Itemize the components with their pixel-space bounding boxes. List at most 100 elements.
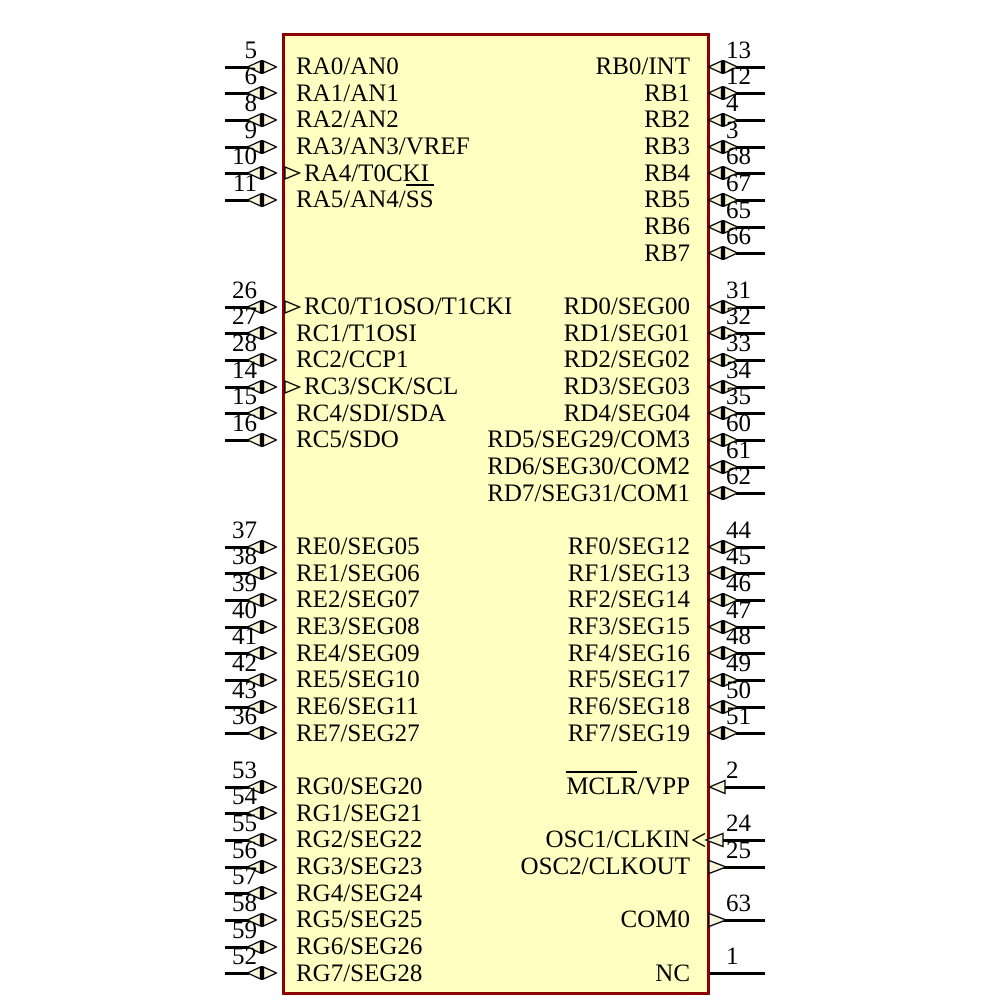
bidirectional-arrow-icon — [708, 458, 738, 476]
pin-label-segment: RB3 — [644, 133, 690, 160]
pin-number: 3 — [726, 117, 739, 144]
bidirectional-arrow-icon — [247, 591, 277, 609]
pin-label-segment: RG5/SEG25 — [296, 906, 423, 933]
pin-number: 54 — [232, 783, 257, 810]
pin-number: 49 — [726, 650, 751, 677]
pin-label-segment: RE3/SEG08 — [296, 613, 420, 640]
pin-label: RA0/AN0 — [296, 53, 399, 80]
pin-label: RC5/SDO — [296, 426, 399, 453]
pin-label-segment: RB1 — [644, 80, 690, 107]
pin-number: 1 — [726, 943, 739, 970]
pin-label: RB7 — [395, 240, 690, 267]
pin-wire — [225, 706, 249, 709]
pin-number: 62 — [726, 463, 751, 490]
pin-wire — [225, 919, 249, 922]
pin-wire — [736, 146, 765, 149]
pin-label: COM0 — [395, 906, 690, 933]
pin-label-segment: RG6/SEG26 — [296, 933, 423, 960]
pin-wire — [736, 199, 765, 202]
pin-label-segment: RA0/AN0 — [296, 53, 399, 80]
pin-wire — [723, 786, 765, 789]
pin-label-segment: RA4/T0CKI — [304, 160, 429, 187]
pin-wire — [225, 599, 249, 602]
pin-label-overline-segment: MCLR — [566, 771, 638, 800]
pin-number: 43 — [232, 677, 257, 704]
pin-label: RC0/T1OSO/T1CKI — [304, 293, 512, 320]
pin-label-segment: RF4/SEG16 — [567, 640, 690, 667]
pin-wire — [736, 386, 765, 389]
pin-wire — [225, 66, 249, 69]
pin-wire — [723, 839, 765, 842]
pin-label: RC4/SDI/SDA — [296, 400, 446, 427]
bidirectional-arrow-icon — [708, 164, 738, 182]
pin-label: RE2/SEG07 — [296, 586, 420, 613]
pin-number: 8 — [244, 90, 258, 117]
pin-label-segment: NC — [655, 960, 690, 987]
pin-number: 61 — [726, 437, 751, 464]
pin-label: NC — [395, 960, 690, 987]
pin-label: RA3/AN3/VREF — [296, 133, 470, 160]
bidirectional-arrow-icon — [708, 431, 738, 449]
bidirectional-arrow-icon — [247, 431, 277, 449]
pin-number: 25 — [726, 837, 751, 864]
pin-wire — [736, 252, 765, 255]
pin-label-segment: RD0/SEG00 — [563, 293, 690, 320]
pin-label: RF5/SEG17 — [395, 666, 690, 693]
pin-label-segment: RF2/SEG14 — [567, 586, 690, 613]
pin-label-segment: COM0 — [620, 906, 690, 933]
pin-label-segment: RG3/SEG23 — [296, 853, 423, 880]
pin-label: MCLR/VPP — [395, 771, 690, 800]
bidirectional-arrow-icon — [247, 858, 277, 876]
pin-label: RB4 — [395, 160, 690, 187]
pin-wire — [225, 839, 249, 842]
pin-number: 42 — [232, 650, 257, 677]
bidirectional-arrow-icon — [708, 591, 738, 609]
pin-label: RE5/SEG10 — [296, 666, 420, 693]
bidirectional-arrow-icon — [247, 298, 277, 316]
pin-number: 48 — [726, 623, 751, 650]
pin-number: 40 — [232, 597, 257, 624]
bidirectional-arrow-icon — [708, 538, 738, 556]
pin-label: OSC2/CLKOUT — [395, 853, 690, 880]
pin-number: 4 — [726, 90, 739, 117]
pin-label-segment: OSC1/CLKIN — [545, 826, 690, 853]
bidirectional-arrow-icon — [708, 698, 738, 716]
pin-number: 9 — [244, 117, 258, 144]
pin-number: 38 — [232, 543, 257, 570]
pin-label: RG1/SEG21 — [296, 800, 422, 827]
pin-wire — [736, 679, 765, 682]
bidirectional-arrow-icon — [247, 671, 277, 689]
pin-number: 35 — [726, 383, 751, 410]
pin-label: RD7/SEG31/COM1 — [395, 480, 690, 507]
pin-label: RG7/SEG28 — [296, 960, 422, 987]
bidirectional-arrow-icon — [247, 831, 277, 849]
ic-body — [282, 33, 710, 995]
pin-number: 58 — [232, 890, 257, 917]
pin-label: RG0/SEG20 — [296, 773, 422, 800]
pin-number: 66 — [726, 223, 751, 250]
pin-number: 37 — [232, 517, 257, 544]
bidirectional-arrow-icon — [247, 378, 277, 396]
bidirectional-arrow-icon — [708, 618, 738, 636]
pin-label: RD2/SEG02 — [395, 346, 690, 373]
pin-number: 33 — [726, 330, 751, 357]
bidirectional-arrow-icon — [708, 564, 738, 582]
pin-wire — [736, 492, 765, 495]
pin-label: RF4/SEG16 — [395, 640, 690, 667]
pin-wire — [736, 92, 765, 95]
pin-number: 47 — [726, 597, 751, 624]
output-arrow-icon — [708, 858, 727, 876]
bidirectional-arrow-icon — [708, 111, 738, 129]
pin-label-segment: RE0/SEG05 — [296, 533, 420, 560]
pin-wire — [736, 572, 765, 575]
pin-label-segment: RD7/SEG31/COM1 — [487, 480, 690, 507]
pin-label: RF0/SEG12 — [395, 533, 690, 560]
pin-wire — [225, 546, 249, 549]
pin-wire — [225, 92, 249, 95]
pin-label: RB3 — [395, 133, 690, 160]
pin-wire — [736, 599, 765, 602]
pin-wire — [225, 199, 249, 202]
pin-number: 27 — [232, 303, 257, 330]
pin-label: RF3/SEG15 — [395, 613, 690, 640]
